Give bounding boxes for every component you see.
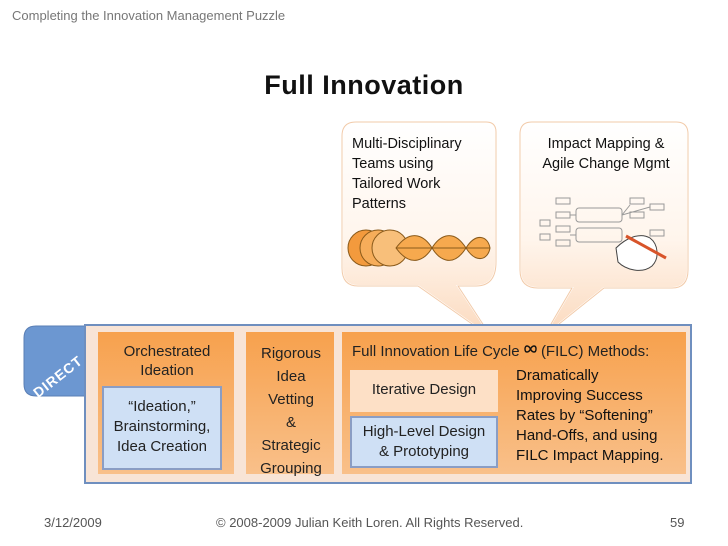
left-callout-text: Multi-Disciplinary Teams using Tailored … — [352, 134, 492, 214]
box-line: Idea Creation — [104, 437, 220, 457]
iterative-design-box: Iterative Design — [350, 370, 498, 412]
box-line: & Prototyping — [352, 442, 496, 462]
title-line: Ideation — [100, 361, 234, 380]
footer-date: 3/12/2009 — [44, 515, 102, 530]
left-callout-line: Multi-Disciplinary — [352, 134, 492, 154]
filc-description: Dramatically Improving Success Rates by … — [516, 366, 688, 466]
desc-line: Hand-Offs, and using — [516, 426, 688, 446]
box-line: Brainstorming, — [104, 417, 220, 437]
right-callout-line: Impact Mapping & — [526, 134, 686, 154]
rigorous-vetting-title: Rigorous Idea Vetting & Strategic Groupi… — [246, 342, 336, 480]
title-line: Vetting — [246, 388, 336, 411]
left-callout-line: Tailored Work — [352, 174, 492, 194]
title-line: Strategic — [246, 434, 336, 457]
title-line: Orchestrated — [100, 342, 234, 361]
left-callout-line: Patterns — [352, 194, 492, 214]
filc-title-part: (FILC) Methods: — [541, 343, 649, 360]
left-callout-line: Teams using — [352, 154, 492, 174]
desc-line: Improving Success — [516, 386, 688, 406]
infinity-icon — [524, 344, 537, 354]
box-line: “Ideation,” — [104, 397, 220, 417]
desc-line: Rates by “Softening” — [516, 406, 688, 426]
footer-copyright: © 2008-2009 Julian Keith Loren. All Righ… — [216, 515, 523, 530]
title-line: Rigorous — [246, 342, 336, 365]
ideation-box: “Ideation,” Brainstorming, Idea Creation — [102, 386, 222, 470]
orchestrated-ideation-title: Orchestrated Ideation — [100, 342, 234, 380]
filc-title-part: Full Innovation Life Cycle — [352, 343, 520, 360]
right-callout-line: Agile Change Mgmt — [526, 154, 686, 174]
title-line: Idea — [246, 365, 336, 388]
desc-line: Dramatically — [516, 366, 688, 386]
desc-line: FILC Impact Mapping. — [516, 446, 688, 466]
box-line: High-Level Design — [352, 422, 496, 442]
high-level-design-box: High-Level Design & Prototyping — [350, 416, 498, 468]
page-number: 59 — [670, 515, 684, 530]
title-line: Grouping — [246, 457, 336, 480]
filc-methods-title: Full Innovation Life Cycle (FILC) Method… — [352, 342, 682, 361]
right-callout-text: Impact Mapping & Agile Change Mgmt — [526, 134, 686, 174]
title-line: & — [246, 411, 336, 434]
